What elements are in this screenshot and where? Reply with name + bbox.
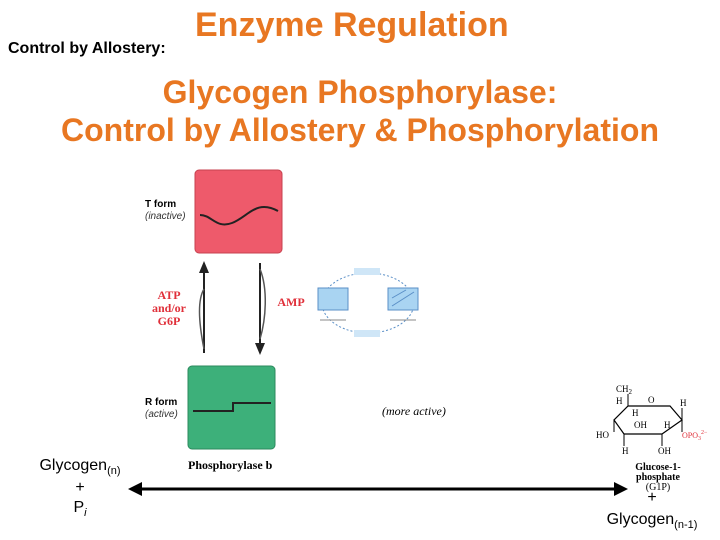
header-title: Enzyme Regulation <box>195 6 509 44</box>
header-subtitle: Control by Allostery: <box>8 40 166 57</box>
inhibitor-andor: and/or <box>151 301 186 315</box>
g1p-label-opo3: OPO32− <box>682 430 708 442</box>
activator-amp: AMP <box>277 295 305 309</box>
g1p-label-ch2: CH2 <box>616 384 633 396</box>
reactant-plus: + <box>75 479 85 497</box>
g1p-name-line3: (G1P) <box>646 482 670 493</box>
g1p-label-h3: H <box>632 408 639 418</box>
t-form-label: T form <box>145 199 177 210</box>
g1p-label-h5: H <box>622 446 629 456</box>
inhibitor-atp: ATP <box>157 288 181 302</box>
inhibitor-effectors: ATP and/or G6P <box>144 289 194 328</box>
figure-panel: T form (inactive) ATP and/or G6P AMP R f… <box>140 165 305 475</box>
enzyme-name: Phosphorylase b <box>188 458 273 472</box>
g1p-name-line1: Glucose-1- <box>635 462 681 473</box>
conversion-arrows <box>198 261 267 355</box>
g1p-label-h4: H <box>664 420 671 430</box>
g1p-label-ho: HO <box>596 430 609 440</box>
reactant-block: Glycogen(n) + Pi <box>28 457 132 519</box>
reaction-arrow <box>128 482 628 496</box>
product-glycogen: Glycogen(n-1) <box>606 511 698 532</box>
main-title-line2: Control by Allostery & Phosphorylation <box>61 112 659 148</box>
r-form-state: (active) <box>145 409 178 420</box>
reactant-glycogen: Glycogen(n) <box>39 457 121 478</box>
reactant-pi: Pi <box>73 499 87 520</box>
phosphorylation-cycle-inset <box>317 268 419 337</box>
inhibitor-g6p: G6P <box>157 314 181 328</box>
r-form-box <box>187 365 276 450</box>
product-block: + Glycogen(n-1) <box>588 489 716 531</box>
g1p-name-line2: phosphate <box>636 472 680 483</box>
more-active-label: (more active) <box>382 404 446 418</box>
t-form-state: (inactive) <box>145 211 186 222</box>
g1p-label-h1: H <box>616 396 623 406</box>
g1p-label-h2: H <box>680 398 687 408</box>
t-form-box <box>194 169 283 254</box>
r-form-label: R form <box>145 397 178 408</box>
g1p-label-o: O <box>648 395 655 405</box>
main-title-line1: Glycogen Phosphorylase: <box>162 74 558 110</box>
g1p-label-oh2: OH <box>658 446 671 456</box>
glucose-1-phosphate-structure: CH2 H O H H OH H HO OPO32− H OH Glucose-… <box>596 384 708 493</box>
g1p-label-oh1: OH <box>634 420 647 430</box>
product-plus: + <box>647 489 657 506</box>
